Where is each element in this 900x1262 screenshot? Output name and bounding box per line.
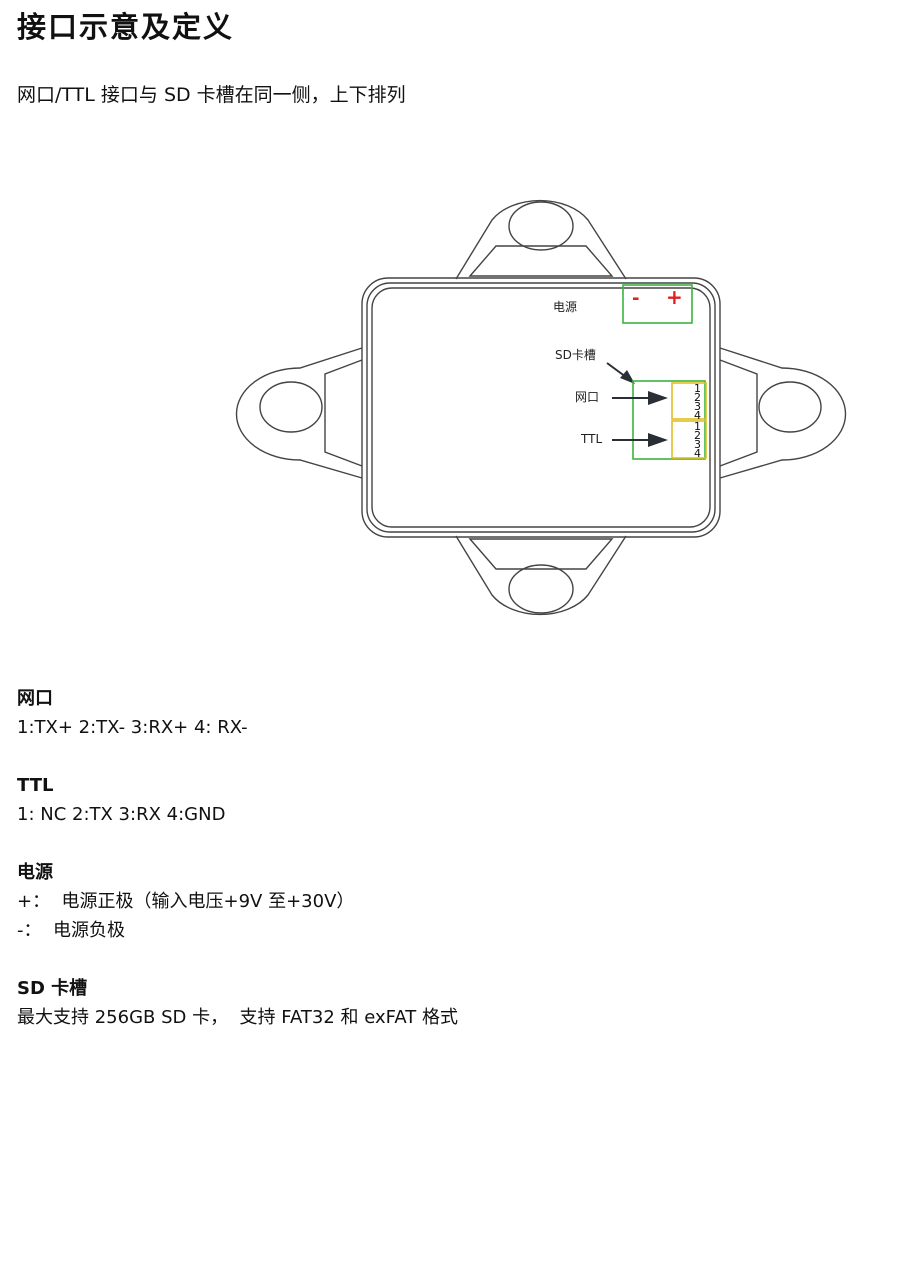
ethernet-section: 网口 1:TX+ 2:TX- 3:RX+ 4: RX- (17, 684, 248, 742)
ttl-connector-box (671, 420, 707, 459)
ethernet-pin-2: 2 (694, 391, 701, 404)
right-mount-hole (758, 381, 822, 433)
power-positive: +： 电源正极（输入电压+9V 至+30V） (17, 891, 355, 912)
bottom-mount-hole (508, 564, 574, 614)
ethernet-pin-1: 1 (694, 382, 701, 395)
ethernet-label: 网口 (575, 390, 599, 404)
left-mount-hole (259, 381, 323, 433)
power-heading: 电源 (17, 862, 53, 883)
ttl-pin-numbers: 1 2 3 4 (694, 420, 701, 460)
power-label: 电源 (553, 300, 577, 314)
ethernet-heading: 网口 (17, 688, 53, 709)
sd-slot-box (632, 380, 706, 460)
ttl-pin-3: 3 (694, 438, 701, 451)
power-plus: + (666, 285, 683, 309)
power-negative: -： 电源负极 (17, 920, 125, 941)
power-section: 电源 +： 电源正极（输入电压+9V 至+30V） -： 电源负极 (17, 858, 354, 945)
device-body (235, 199, 847, 616)
ttl-heading: TTL (17, 775, 54, 796)
ttl-pin-1: 1 (694, 420, 701, 433)
ethernet-pinout: 1:TX+ 2:TX- 3:RX+ 4: RX- (17, 717, 248, 738)
ttl-pin-4: 4 (694, 447, 701, 460)
sd-heading: SD 卡槽 (17, 978, 88, 999)
top-mount-hole (508, 201, 574, 251)
ethernet-connector-box (671, 382, 707, 420)
ethernet-pin-numbers: 1 2 3 4 (694, 382, 701, 422)
interface-diagram: - + 电源 SD卡槽 1 2 3 4 1 2 3 4 网口 (230, 180, 850, 640)
page-title: 接口示意及定义 (17, 10, 235, 44)
ttl-section: TTL 1: NC 2:TX 3:RX 4:GND (17, 771, 225, 829)
sd-slot-label: SD卡槽 (555, 348, 596, 362)
power-connector-box (622, 284, 693, 324)
device-outline-svg: - + 电源 SD卡槽 1 2 3 4 1 2 3 4 网口 (235, 199, 847, 616)
sd-description: 最大支持 256GB SD 卡， 支持 FAT32 和 exFAT 格式 (17, 1007, 458, 1028)
power-minus: - (632, 288, 639, 309)
ttl-label: TTL (580, 432, 602, 446)
ttl-arrow (612, 433, 668, 447)
ethernet-pin-4: 4 (694, 409, 701, 422)
intro-text: 网口/TTL 接口与 SD 卡槽在同一侧，上下排列 (17, 84, 406, 106)
ethernet-pin-3: 3 (694, 400, 701, 413)
ttl-pin-2: 2 (694, 429, 701, 442)
sd-slot-arrow (606, 362, 635, 384)
sd-section: SD 卡槽 最大支持 256GB SD 卡， 支持 FAT32 和 exFAT … (17, 974, 458, 1032)
ttl-pinout: 1: NC 2:TX 3:RX 4:GND (17, 804, 226, 825)
ethernet-arrow (612, 391, 668, 405)
